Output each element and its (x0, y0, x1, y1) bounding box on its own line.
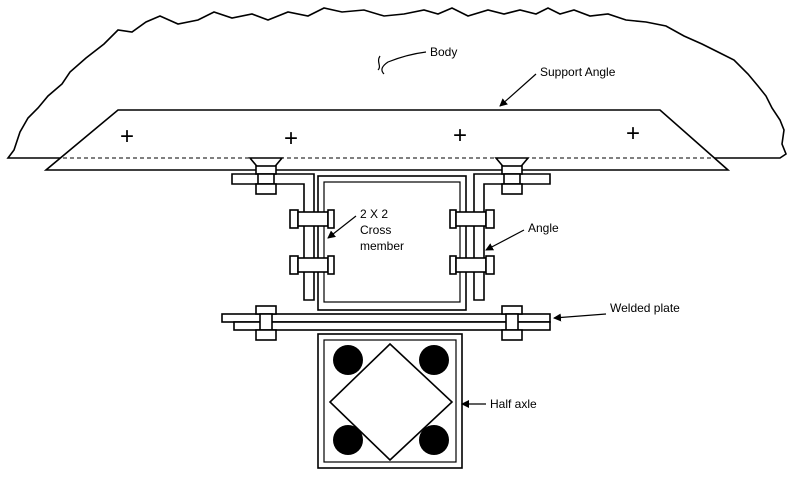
label-welded-plate: Welded plate (610, 301, 680, 315)
cross-member-leader (327, 215, 357, 239)
welded-plate-leader (553, 313, 607, 322)
body-leader (381, 51, 427, 75)
side-bolt-left-upper (289, 209, 335, 229)
half-axle-housing-inner (323, 339, 457, 463)
label-half-axle: Half axle (490, 397, 537, 411)
rubber-cord-ball (419, 425, 449, 455)
body-leader-squiggle (377, 55, 381, 71)
welded-plate-lower (233, 321, 551, 331)
top-bolt-right (501, 165, 523, 195)
top-bolt-left (255, 165, 277, 195)
label-body: Body (430, 45, 457, 59)
label-angle: Angle (528, 221, 559, 235)
plus-mark: + (453, 122, 467, 149)
angle-leader (485, 229, 525, 251)
plate-bolt-left (255, 305, 277, 341)
side-bolt-right-upper (449, 209, 495, 229)
plate-bolt-right (501, 305, 523, 341)
support-angle-plate (43, 109, 731, 171)
label-cross-member-line1: 2 X 2 (360, 207, 388, 221)
rubber-cord-ball (333, 345, 363, 375)
body-outline (6, 7, 787, 159)
left-angle-bracket (231, 173, 315, 301)
label-cross-member-line2: Cross (360, 223, 391, 237)
cross-member-tube-inner (323, 181, 461, 303)
plus-mark: + (284, 125, 298, 152)
cross-member-tube-outer (317, 175, 467, 311)
side-bolt-left-lower (289, 255, 335, 275)
rubber-cord-ball (419, 345, 449, 375)
right-angle-bracket (473, 173, 551, 301)
half-axle-diamond (328, 342, 454, 462)
label-support-angle: Support Angle (540, 65, 616, 79)
side-bolt-right-lower (449, 255, 495, 275)
rubber-cord-ball (333, 425, 363, 455)
plus-mark: + (626, 120, 640, 147)
support-angle-leader (499, 73, 537, 107)
plus-mark: + (120, 123, 134, 150)
label-cross-member-line3: member (360, 239, 404, 253)
